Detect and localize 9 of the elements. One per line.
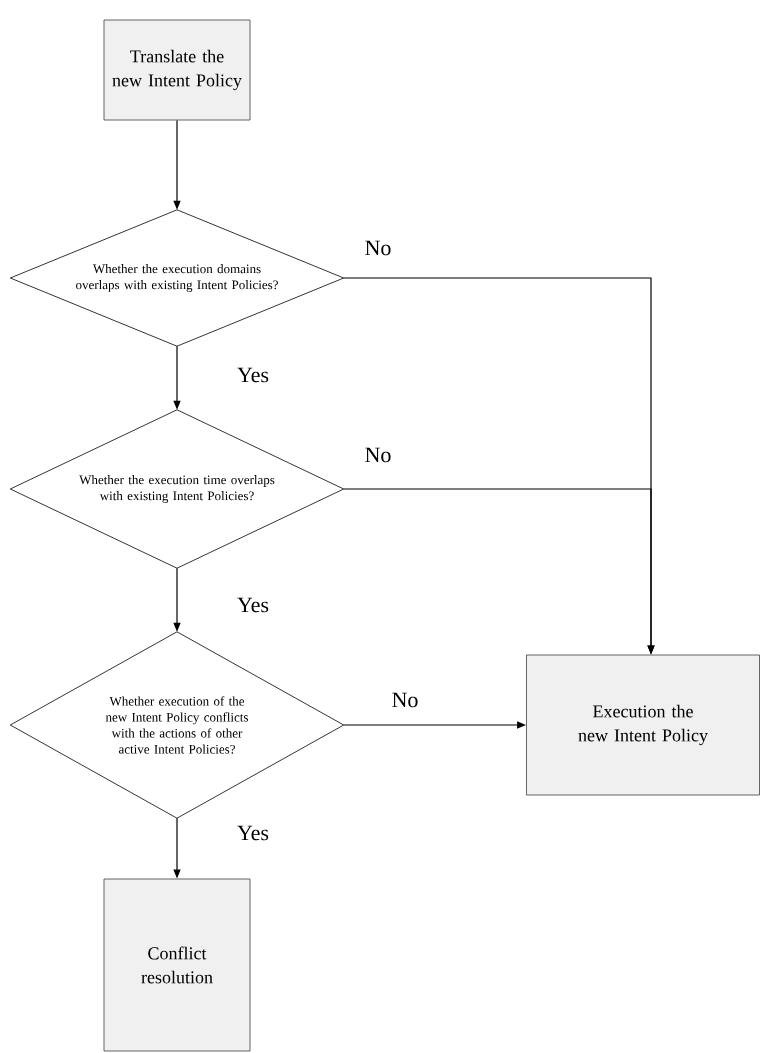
edge-label: No bbox=[365, 447, 391, 463]
edge-label: Yes bbox=[237, 597, 269, 613]
process-box: Execution the new Intent Policy bbox=[526, 654, 760, 796]
edge-label: No bbox=[365, 240, 391, 256]
process-box: Conflict resolution bbox=[103, 878, 251, 1052]
edge-label: No bbox=[392, 692, 418, 708]
process-box: Translate the new Intent Policy bbox=[103, 19, 251, 121]
edge-label: Yes bbox=[237, 825, 269, 841]
edge-label: Yes bbox=[237, 367, 269, 383]
